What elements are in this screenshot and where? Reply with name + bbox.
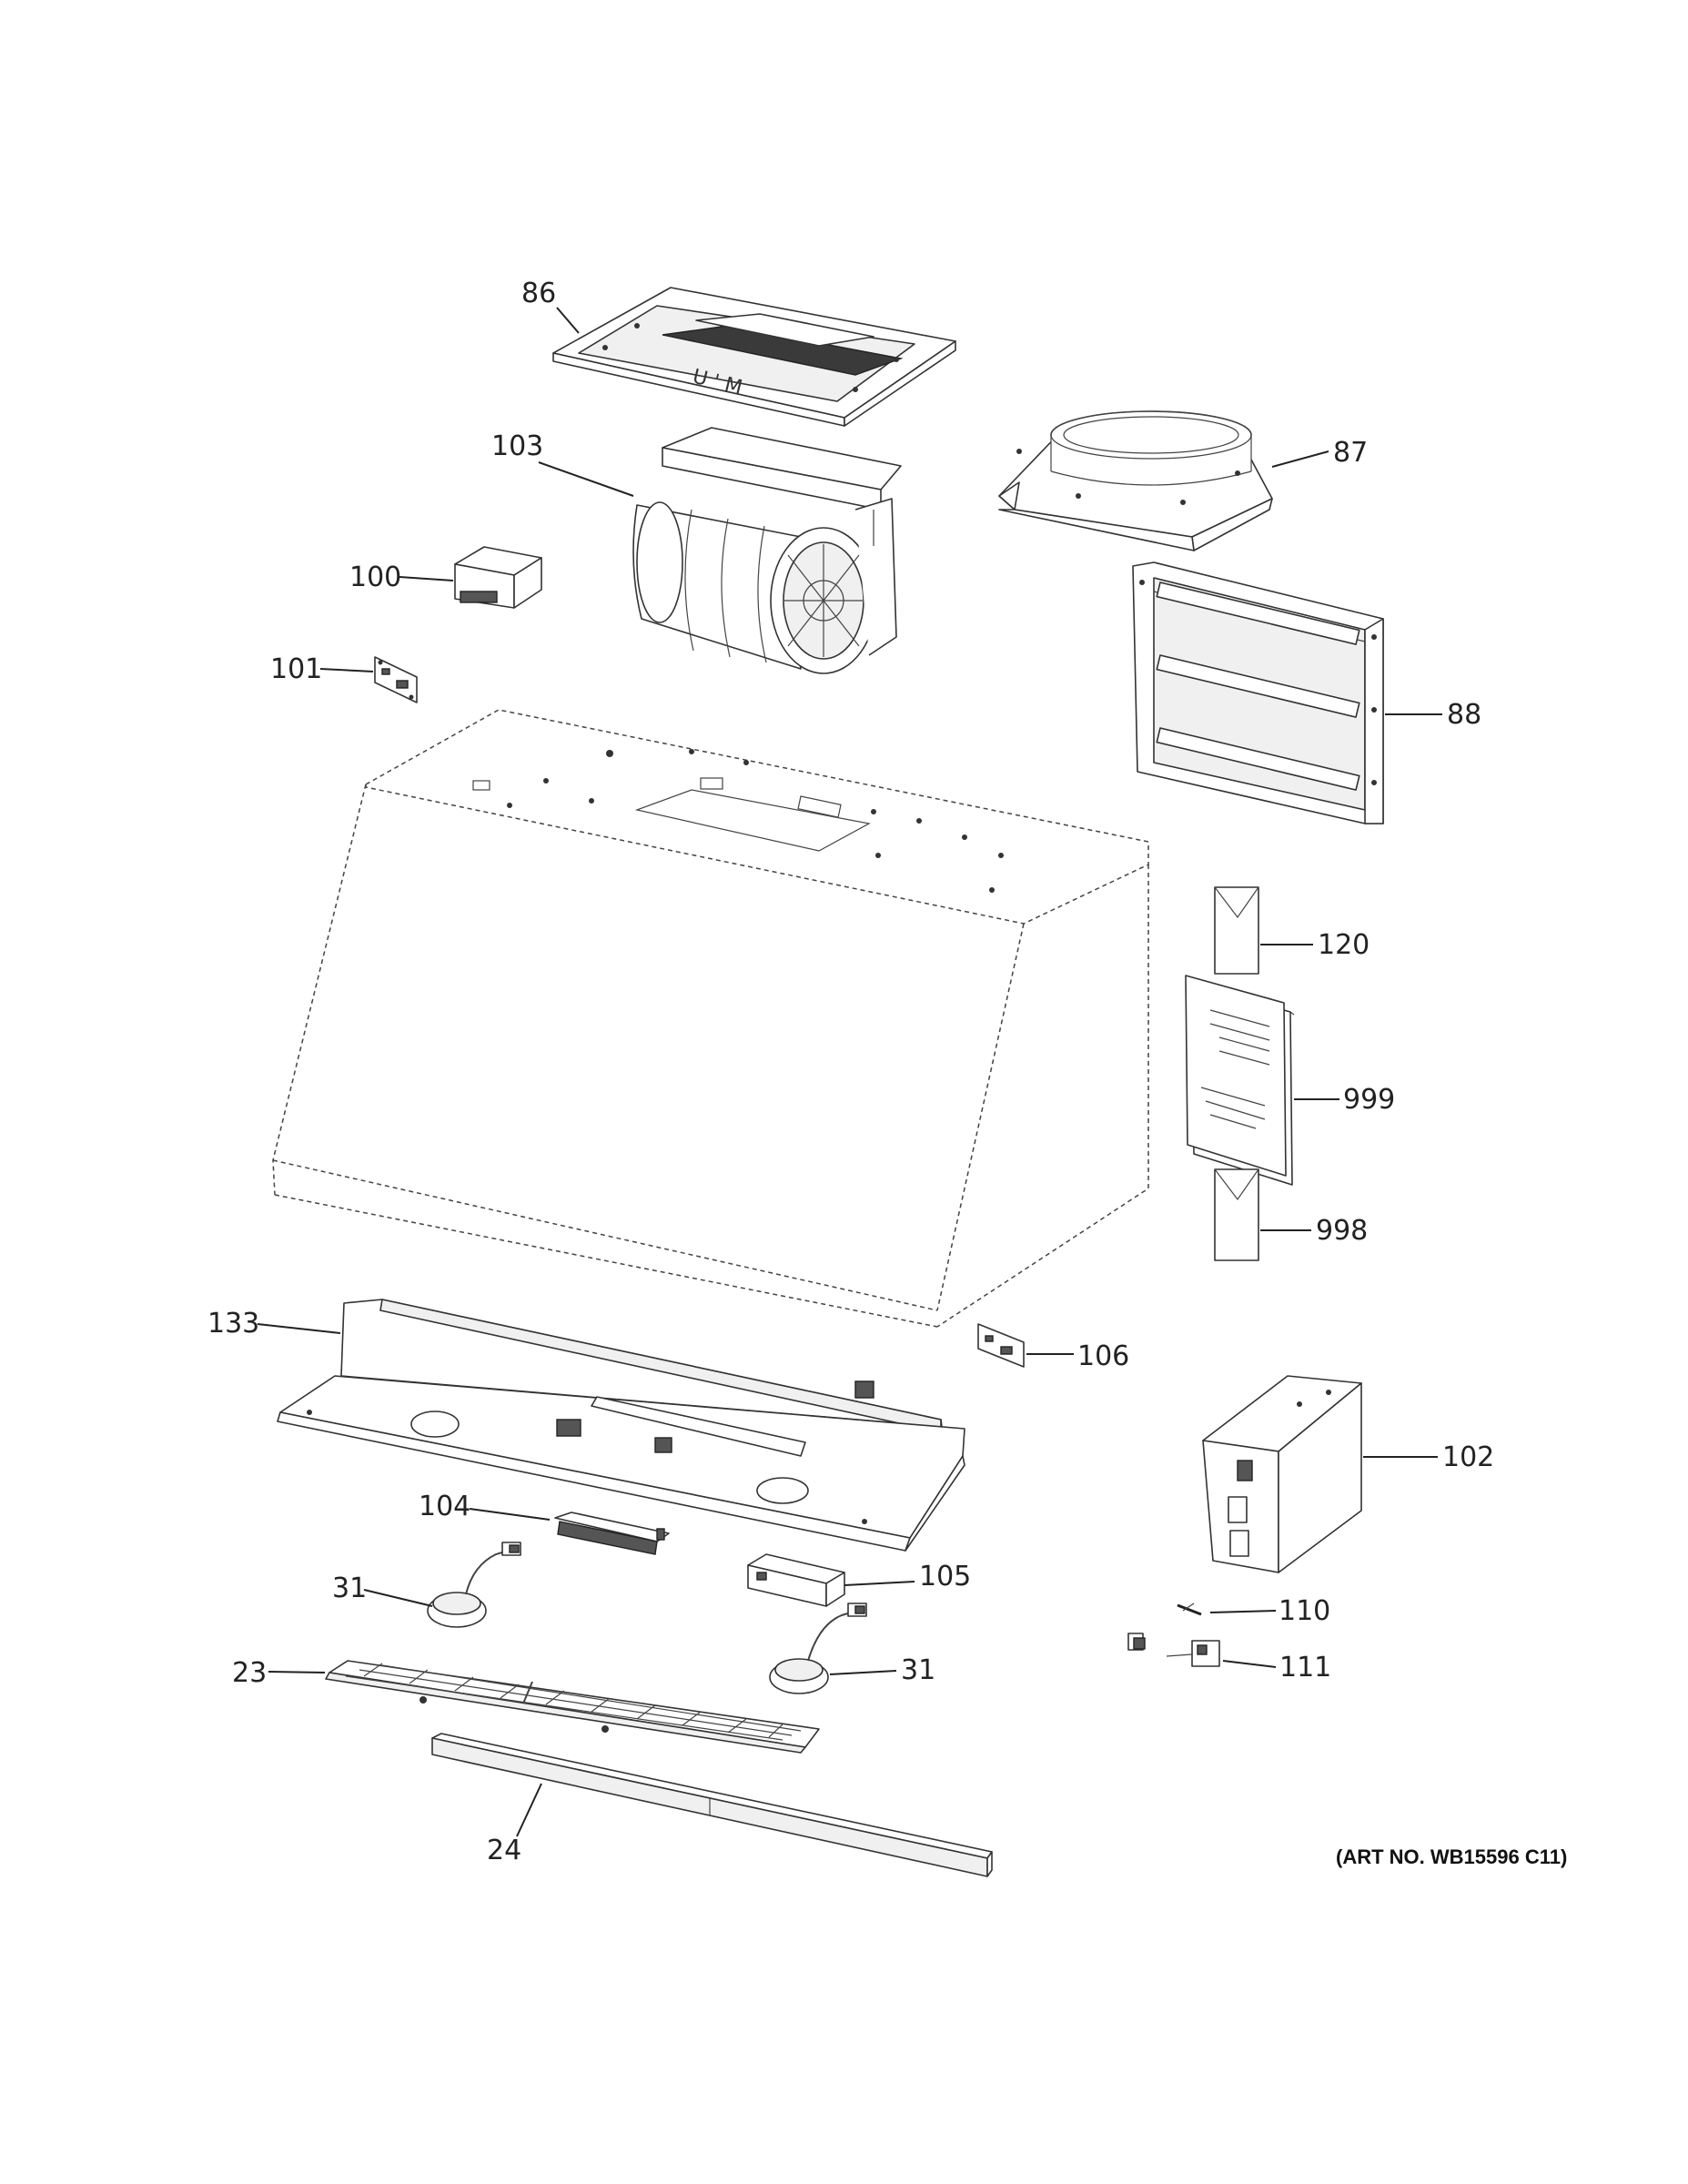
callout-88: 88 [1447,699,1481,731]
callout-101: 101 [270,653,322,685]
callout-110: 110 [1279,1595,1330,1627]
part-120-envelope [1214,886,1259,975]
callout-100: 100 [349,561,401,593]
part-110-clip [1177,1603,1202,1616]
callout-105: 105 [919,1561,971,1592]
part-105-led-driver [747,1553,845,1607]
callout-120: 120 [1318,929,1370,961]
callout-103: 103 [491,430,543,462]
callout-31-left: 31 [332,1572,367,1604]
part-86-top-plate: U ' M [552,287,956,427]
callout-999: 999 [1343,1084,1395,1116]
part-998-envelope [1214,1168,1259,1261]
callout-23: 23 [232,1657,267,1689]
callout-998: 998 [1316,1215,1368,1247]
part-88-damper-frame [1132,561,1384,824]
part-102-junction-box [1202,1375,1362,1573]
callout-133: 133 [207,1308,259,1340]
callout-111: 111 [1279,1652,1331,1684]
callout-102: 102 [1442,1441,1494,1473]
callout-87: 87 [1333,437,1368,469]
hood-body [272,709,1149,1328]
part-87-duct-adapter [998,410,1273,551]
callout-31-right: 31 [901,1654,935,1686]
part-111-connectors [1127,1633,1220,1667]
callout-106: 106 [1077,1340,1129,1372]
part-23-grease-filter [325,1660,820,1754]
part-31-light-right [769,1603,867,1694]
part-31-light-left [427,1542,521,1628]
part-106-circuit-board [977,1323,1025,1368]
callout-86: 86 [521,278,556,309]
part-104-led-board [554,1512,670,1555]
part-999-owners-manual [1185,975,1295,1186]
part-101-circuit-board [374,656,418,703]
part-103-blower-motor [632,427,902,674]
callout-104: 104 [419,1491,470,1522]
art-number: (ART NO. WB15596 C11) [1336,1845,1567,1868]
callout-24: 24 [487,1835,521,1866]
part-100-control-module [454,546,542,609]
part-133-bottom-panel [277,1299,965,1552]
part-24-trim-strip [431,1733,993,1877]
